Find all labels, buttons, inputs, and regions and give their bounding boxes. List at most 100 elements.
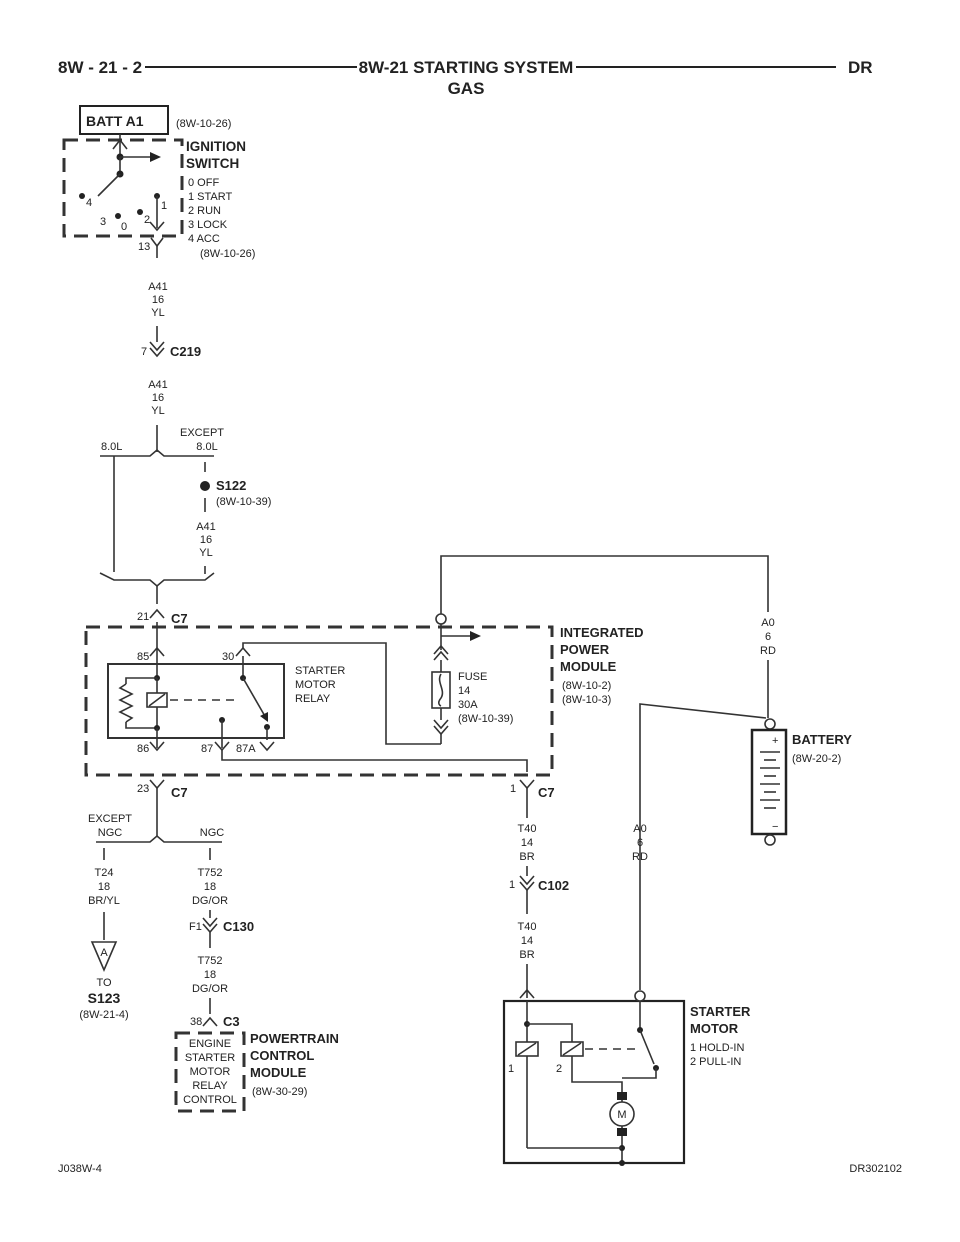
battery-ref: (8W-20-2) [792,753,841,765]
merge-bar [99,572,215,588]
c7-bottom-right-chevron [519,779,535,790]
coil-label-2: 2 [556,1063,562,1075]
s122-ref: (8W-10-39) [216,496,271,508]
starter-coil-1: 1 HOLD-IN [690,1042,744,1054]
battery-case [750,728,788,836]
page-subtitle: GAS [448,79,485,98]
hold-in-coil-slash [517,1042,537,1056]
wire-a41-low-color: YL [199,547,212,559]
branch-except-ngc-1: EXCEPT [88,813,132,825]
c102-pin: 1 [509,879,515,891]
pull-in-lead [527,1023,573,1042]
starter-title-2: MOTOR [690,1021,739,1036]
ignition-pin-connector [150,237,164,248]
c7-top-label: C7 [171,611,188,626]
fuse-element-icon [438,673,444,707]
c7-top-chevron [149,608,165,619]
wire-a41-low-gauge: 16 [200,534,212,546]
s122-splice [200,481,210,491]
page-title: 8W-21 STARTING SYSTEM [359,58,574,77]
c130-label: C130 [223,919,254,934]
relay-pin-86: 86 [137,743,149,755]
ignition-pin-13: 13 [138,241,150,253]
c219-pin: 7 [141,346,147,358]
ignition-wiper-blade [97,173,121,197]
relay-pin-30: 30 [222,651,234,663]
c3-label: C3 [223,1014,240,1029]
pcm-inner-4: RELAY [192,1080,228,1092]
motor-symbol: M [617,1109,626,1121]
wire-a41-mid-gauge: 16 [152,392,164,404]
splice-reference-triangle [90,941,118,973]
pull-in-coil-slash [562,1042,582,1056]
fuse-arrow-head [470,631,481,641]
c7-bottom-right-pin: 1 [510,783,516,795]
pin-30-chevron [235,646,251,657]
c130-upper-chevron [202,917,218,928]
ignition-position-1: 1 START [188,191,232,203]
wire-t40-low-color: BR [519,949,534,961]
fuse-top-chevron [433,644,449,655]
c7-bottom-left-chevron [149,779,165,790]
ipm-ref-1: (8W-10-2) [562,680,611,692]
c7-bottom-right-label: C7 [538,785,555,800]
ignition-position-2: 2 RUN [188,205,221,217]
wire-a41-mid-circuit: A41 [148,379,168,391]
wire-t24-circuit: T24 [95,867,114,879]
wire-a41-top-gauge: 16 [152,294,164,306]
starter-motor-housing [502,999,686,1165]
fuse-rating: 30A [458,699,478,711]
pcm-inner-5: CONTROL [183,1094,237,1106]
battery-negative-post [764,834,776,846]
contact-label-1: 1 [161,200,167,212]
pcm-housing [174,1031,246,1113]
ignition-position-0: 0 OFF [188,177,219,189]
ignition-position-3: 3 LOCK [188,219,228,231]
pin-86-chevron [149,741,165,752]
wire-a41-top-color: YL [151,307,164,319]
pcm-ref: (8W-30-29) [252,1086,307,1098]
ignition-switch-title: IGNITION [186,139,246,154]
branch-8-0l-label: 8.0L [101,441,122,453]
fuse-number: 14 [458,685,470,697]
ipm-housing [84,625,554,777]
contact-label-2: 2 [144,214,150,226]
fuse-label: FUSE [458,671,487,683]
motor-brush-top [617,1092,627,1100]
c219-lower-chevron [149,347,165,358]
batt-a1-label: BATT A1 [86,113,144,129]
footer-left-code: J038W-4 [58,1163,102,1175]
relay-box [107,663,285,739]
contact-label-0: 0 [121,221,127,233]
pcm-inner-3: MOTOR [190,1066,231,1078]
wire-a0-battery-feed [440,555,769,614]
resistor-bottom-lead [125,722,157,729]
wire-t752-top-circuit: T752 [197,867,222,879]
branch-top-bar [100,448,214,457]
branch-except-label-2: 8.0L [196,441,217,453]
footer-right-code: DR302102 [849,1163,902,1175]
branch-ngc: NGC [200,827,225,839]
splice-ref-to: TO [96,977,112,989]
ipm-title-2: POWER [560,642,610,657]
pcm-inner-1: ENGINE [189,1038,231,1050]
relay-switch-blade [242,677,267,719]
solenoid-contact-blade [639,1029,655,1065]
fuse-body [431,671,451,709]
c102-upper-chevron [519,875,535,886]
page-code: 8W - 21 - 2 [58,58,142,77]
relay-label-2: MOTOR [295,679,336,691]
solenoid-to-motor [622,1068,657,1079]
pull-in-to-motor [571,1056,623,1092]
wire-a0-low-circuit: A0 [633,823,646,835]
relay-coil-slash [148,693,166,707]
c130-pin: F1 [189,921,202,933]
relay-label-3: RELAY [295,693,331,705]
c7-bottom-left-pin: 23 [137,783,149,795]
starter-title-1: STARTER [690,1004,751,1019]
batt-a1-ref: (8W-10-26) [176,118,231,130]
relay-pin-87: 87 [201,743,213,755]
relay-resistor [118,683,134,723]
wire-t40-top-color: BR [519,851,534,863]
wire-t40-low-circuit: T40 [518,921,537,933]
